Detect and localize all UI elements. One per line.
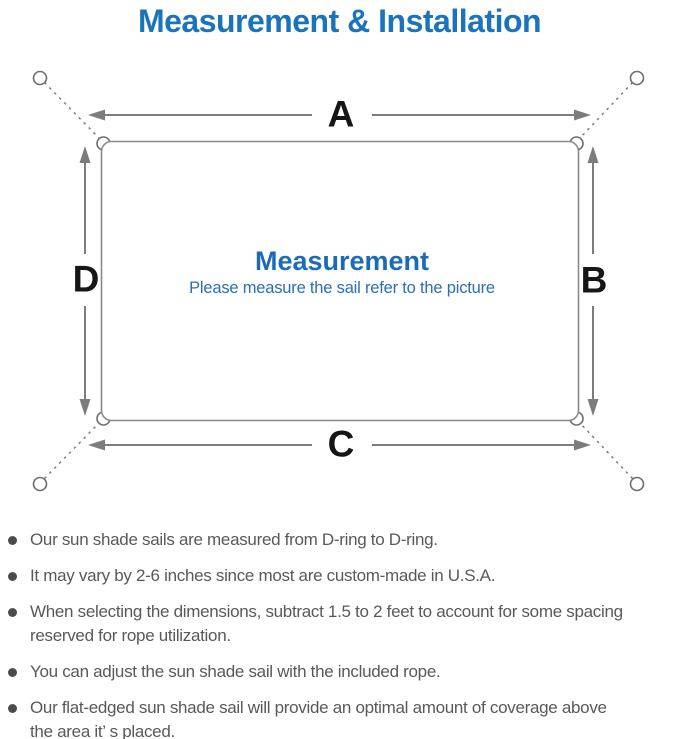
note-text: It may vary by 2-6 inches since most are… xyxy=(30,566,496,585)
dimension-label-d: D xyxy=(73,259,100,300)
arrowhead-left-icon xyxy=(88,439,105,451)
note-text: You can adjust the sun shade sail with t… xyxy=(30,662,441,681)
anchor-point-icon xyxy=(32,476,48,492)
bullet-icon xyxy=(8,536,17,545)
arrowhead-down-icon xyxy=(587,399,599,416)
rope-bottom-left xyxy=(43,422,100,480)
note-text: Our sun shade sails are measured from D-… xyxy=(30,530,438,549)
arrowhead-up-icon xyxy=(79,146,91,163)
bullet-icon xyxy=(8,572,17,581)
bullet-icon xyxy=(8,668,17,677)
dimension-arrow-d xyxy=(79,146,91,416)
page-title: Measurement & Installation xyxy=(137,3,542,39)
diagram-center-title: Measurement xyxy=(255,246,429,276)
anchor-point-icon xyxy=(629,70,645,86)
dimension-arrow-c xyxy=(88,439,591,451)
dimension-arrow-a xyxy=(88,109,591,121)
anchor-points xyxy=(32,70,645,492)
sail-measurement-diagram: A C D B Measurement Please measure the s… xyxy=(32,70,645,492)
dimension-label-a: A xyxy=(328,94,355,135)
dimension-arrow-b xyxy=(587,146,599,416)
list-item: Our flat-edged sun shade sail will provi… xyxy=(8,696,676,739)
note-text: Our flat-edged sun shade sail will provi… xyxy=(30,698,607,739)
list-item: Our sun shade sails are measured from D-… xyxy=(8,528,676,552)
arrowhead-left-icon xyxy=(88,109,105,121)
note-text: When selecting the dimensions, subtract … xyxy=(30,602,623,645)
arrowhead-right-icon xyxy=(574,109,591,121)
rope-bottom-right xyxy=(579,422,634,480)
rope-top-right xyxy=(579,81,634,139)
diagram-center-subtitle: Please measure the sail refer to the pic… xyxy=(189,279,495,297)
sail-outline xyxy=(100,140,580,422)
arrowhead-right-icon xyxy=(574,439,591,451)
anchor-point-icon xyxy=(32,70,48,86)
bullet-icon xyxy=(8,608,17,617)
dimension-label-c: C xyxy=(328,424,355,465)
measurement-notes-list: Our sun shade sails are measured from D-… xyxy=(8,528,676,739)
anchor-point-icon xyxy=(629,476,645,492)
arrowhead-down-icon xyxy=(79,399,91,416)
arrowhead-up-icon xyxy=(587,146,599,163)
rope-top-left xyxy=(43,81,100,139)
dimension-label-b: B xyxy=(581,260,608,301)
list-item: It may vary by 2-6 inches since most are… xyxy=(8,564,676,588)
list-item: You can adjust the sun shade sail with t… xyxy=(8,660,676,684)
corner-ropes xyxy=(43,81,634,480)
list-item: When selecting the dimensions, subtract … xyxy=(8,600,676,648)
bullet-icon xyxy=(8,704,17,713)
